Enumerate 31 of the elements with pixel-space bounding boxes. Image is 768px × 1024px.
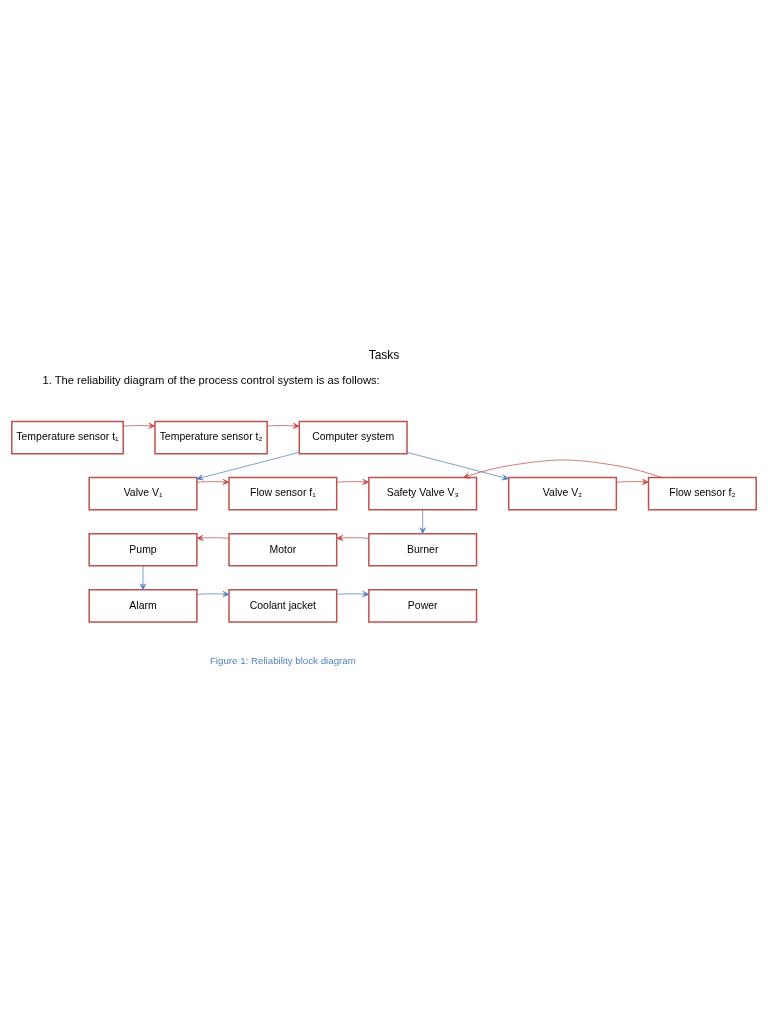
arrow <box>616 478 649 485</box>
arrow <box>406 452 509 481</box>
arrow <box>462 459 663 479</box>
node-box: Pump <box>88 532 198 567</box>
node-box: Power <box>368 589 478 623</box>
node-box: Computer system <box>298 420 408 455</box>
arrow <box>336 478 370 485</box>
node-box: Safety Valve V₃ <box>368 476 478 511</box>
arrow <box>196 534 230 541</box>
arrow <box>267 422 300 429</box>
arrow <box>196 478 230 485</box>
label: 1. The reliability diagram of the process control system is as follows: <box>42 374 380 387</box>
node-box: Coolant jacket <box>228 589 338 623</box>
node-box: Temperature sensor t₂ <box>154 420 268 455</box>
caption: Figure 1: Reliability block diagram <box>209 655 356 667</box>
node-box: Temperature sensor t₁ <box>11 420 124 455</box>
arrow <box>419 509 426 535</box>
arrow <box>139 565 147 591</box>
arrow <box>122 422 156 429</box>
arrow <box>196 452 300 481</box>
arrow <box>196 591 230 598</box>
diagram-title: Tasks <box>368 347 400 362</box>
node-box: Flow sensor f₁ <box>228 476 338 511</box>
node-box: Valve V₁ <box>88 476 198 511</box>
arrow <box>336 534 370 541</box>
arrow <box>336 591 370 598</box>
node-box: Flow sensor f₂ <box>647 476 757 511</box>
node-box: Motor <box>228 532 338 567</box>
node-box: Valve V₂ <box>507 476 618 511</box>
node-box: Alarm <box>88 589 198 623</box>
node-box: Burner <box>368 532 478 567</box>
